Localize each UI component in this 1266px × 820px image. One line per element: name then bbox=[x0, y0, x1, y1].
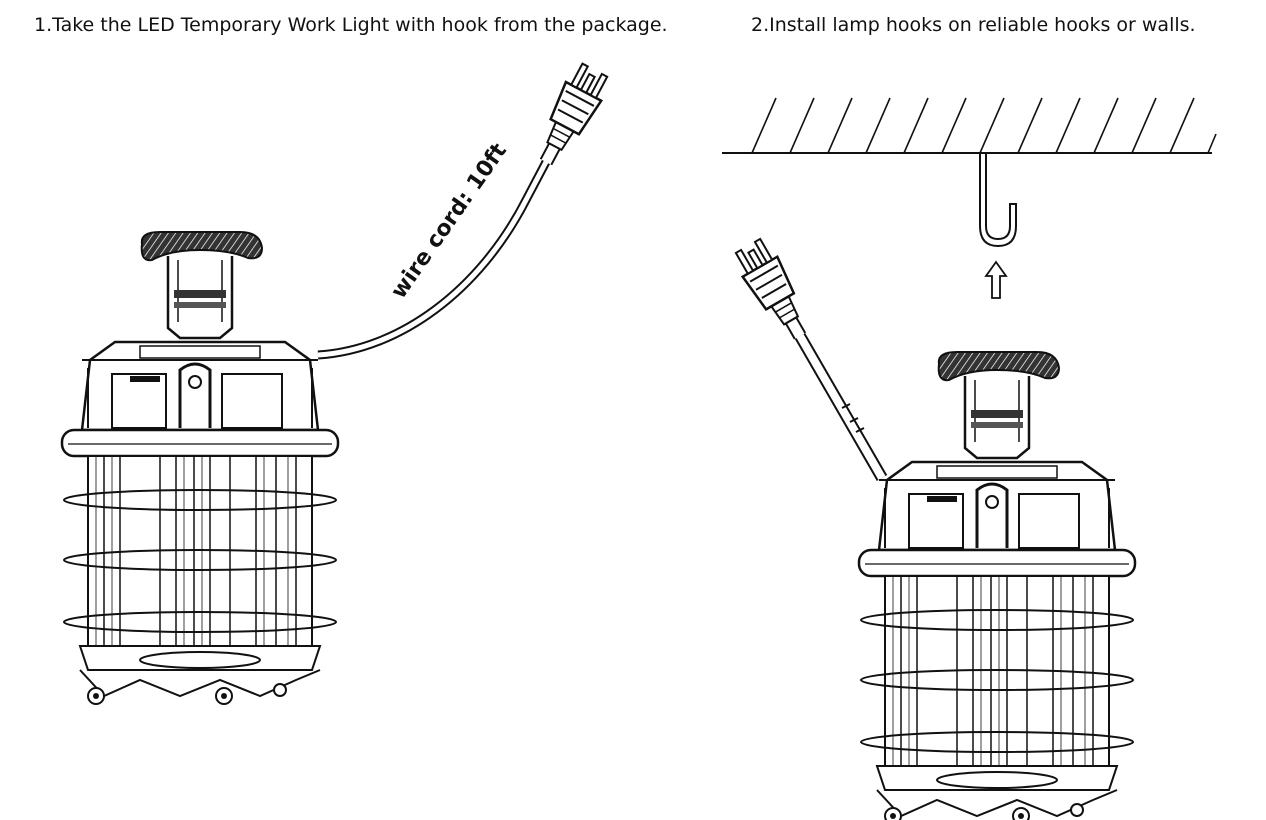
work-light-icon-2 bbox=[857, 350, 1137, 820]
step-1-title: 1.Take the LED Temporary Work Light with… bbox=[34, 14, 668, 36]
step-1-illustration: wire cord: 10ft bbox=[60, 59, 614, 706]
up-arrow-icon bbox=[984, 260, 1008, 299]
cord-length-label: wire cord: 10ft bbox=[386, 139, 512, 304]
plug-icon-2 bbox=[729, 234, 819, 348]
ceiling-surface bbox=[722, 97, 1217, 154]
work-light-icon bbox=[60, 230, 340, 706]
plug-icon bbox=[527, 59, 614, 173]
step-2-title: 2.Install lamp hooks on reliable hooks o… bbox=[751, 14, 1196, 36]
step-2-illustration bbox=[722, 97, 1217, 820]
ceiling-hook-icon bbox=[979, 152, 1017, 248]
